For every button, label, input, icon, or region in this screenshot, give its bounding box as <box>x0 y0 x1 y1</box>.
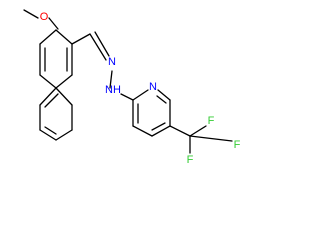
c2-c3-bond <box>39 29 57 45</box>
n-nh-bond <box>109 70 113 89</box>
methoxy-oxygen-label: O <box>40 11 49 23</box>
molecule-drawing: O N NH N F F F <box>23 9 241 166</box>
c8a2-c8a-bond <box>55 87 73 106</box>
c6-c7-inner-bond <box>44 126 57 135</box>
c4-c4a-bond <box>39 74 57 89</box>
cf3-f-top-bond <box>189 125 207 137</box>
py-c5-c4-inner-bond <box>151 122 166 131</box>
c4a-c8a-bond <box>55 74 73 89</box>
methyl-o-bond <box>23 9 39 19</box>
ch-n-double-bond <box>89 33 107 61</box>
fluorine-top-label: F <box>208 115 215 127</box>
hydrazone-n2-label: NH <box>105 84 121 96</box>
hydrazone-n1-label: N <box>108 56 116 68</box>
c7-c8-bond <box>55 129 73 141</box>
py-c4-c3-bond <box>132 125 153 137</box>
c4a-c5-inner-bond <box>44 93 59 108</box>
fluorine-right-label: F <box>234 139 241 151</box>
fluorine-left-label: F <box>187 154 194 166</box>
o-c2-bond <box>48 17 59 30</box>
py-c2-n-bond <box>132 89 149 101</box>
c6-c7-bond <box>39 129 57 141</box>
c1-ch-bond <box>71 33 91 45</box>
c1-c2-bond <box>55 29 73 45</box>
py-c5-cf3-bond <box>169 125 191 137</box>
c4a-c5-bond <box>39 87 57 106</box>
structure-canvas: O N NH N F F F <box>23 9 241 166</box>
py-n-c6-bond <box>157 89 171 101</box>
cf3-f-right-bond <box>189 135 233 142</box>
py-n-c6-inner-bond <box>156 95 167 104</box>
nh-pyridine-bond <box>120 93 134 101</box>
py-c5-c4-bond <box>151 125 171 137</box>
ch-n-inner-bond <box>94 31 110 57</box>
pyridine-nitrogen-label: N <box>149 81 157 93</box>
